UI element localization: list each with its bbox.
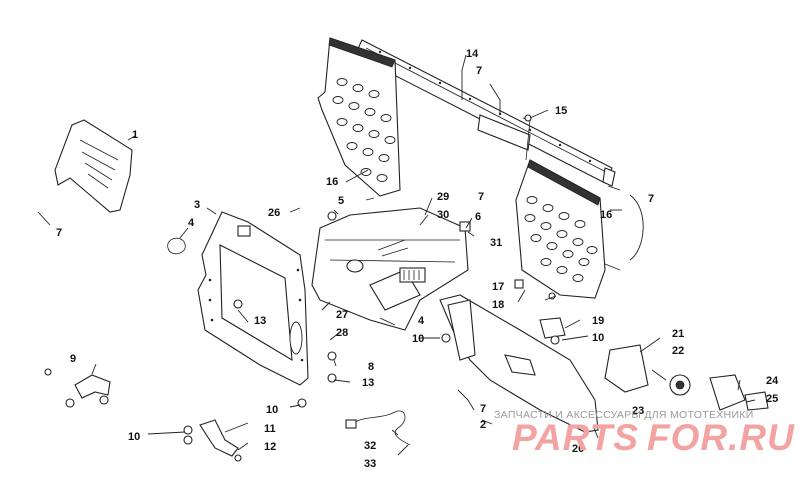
callout-15: 15 <box>555 105 567 117</box>
callout-9: 9 <box>70 353 76 365</box>
spring-clip <box>167 237 186 255</box>
watermark-logo-right: FOR.RU <box>647 417 795 458</box>
callout-2: 2 <box>480 419 486 431</box>
center-tray <box>311 207 469 331</box>
callout-11: 11 <box>264 423 276 435</box>
left-bracket <box>54 119 133 213</box>
callout-13b: 13 <box>362 377 374 389</box>
right-mount <box>604 344 769 411</box>
watermark: ЗАПЧАСТИ И АКСЕССУАРЫ ДЛЯ МОТОТЕХНИКИ PA… <box>494 409 795 458</box>
callout-21: 21 <box>672 328 684 340</box>
small-bracket-9 <box>74 374 111 399</box>
callout-17: 17 <box>492 281 504 293</box>
callout-4a: 4 <box>188 217 195 229</box>
callout-10c: 10 <box>412 333 424 345</box>
callout-7e: 7 <box>480 403 486 415</box>
callout-23: 23 <box>632 405 644 417</box>
callout-8: 8 <box>368 361 374 373</box>
callout-10a: 10 <box>128 431 140 443</box>
callout-29: 29 <box>437 191 449 203</box>
small-bracket <box>539 317 566 339</box>
callout-4b: 4 <box>418 315 425 327</box>
callout-5: 5 <box>338 195 344 207</box>
callout-20: 20 <box>572 443 584 455</box>
callout-30: 30 <box>437 209 449 221</box>
wire-harness <box>351 410 411 446</box>
callout-27: 27 <box>336 309 348 321</box>
callout-7b: 7 <box>476 65 482 77</box>
callout-1: 1 <box>132 129 138 141</box>
callout-12: 12 <box>264 441 276 453</box>
callout-7d: 7 <box>648 193 654 205</box>
callout-16a: 16 <box>326 176 338 188</box>
callout-19: 19 <box>592 315 604 327</box>
callout-24: 24 <box>766 375 779 387</box>
rear-frame <box>439 294 599 433</box>
callout-26: 26 <box>268 207 280 219</box>
callout-labels: 1 2 3 4 4 5 6 7 7 7 7 7 8 9 10 10 10 10 … <box>56 48 779 470</box>
callout-7a: 7 <box>56 227 62 239</box>
watermark-logo-left: PARTS <box>512 417 639 458</box>
callout-28: 28 <box>336 327 348 339</box>
callout-18: 18 <box>492 299 504 311</box>
callout-16b: 16 <box>600 209 612 221</box>
perforated-panel-lower <box>515 159 606 299</box>
callout-31: 31 <box>490 237 502 249</box>
callout-7c: 7 <box>478 191 484 203</box>
callout-33: 33 <box>364 458 376 470</box>
callout-10b: 10 <box>266 404 278 416</box>
callout-32: 32 <box>364 440 376 452</box>
callout-14: 14 <box>466 48 479 60</box>
callout-3: 3 <box>194 199 200 211</box>
callout-13a: 13 <box>254 315 266 327</box>
leader-lines <box>37 54 756 456</box>
callout-10d: 10 <box>592 332 604 344</box>
perforated-panel-upper <box>317 37 401 197</box>
watermark-caption: ЗАПЧАСТИ И АКСЕССУАРЫ ДЛЯ МОТОТЕХНИКИ <box>494 409 754 421</box>
callout-6: 6 <box>475 211 481 223</box>
fasteners <box>44 114 560 462</box>
main-frame-left <box>197 211 309 386</box>
callout-25: 25 <box>766 393 778 405</box>
callout-22: 22 <box>672 345 684 357</box>
bracket-11 <box>199 419 239 457</box>
